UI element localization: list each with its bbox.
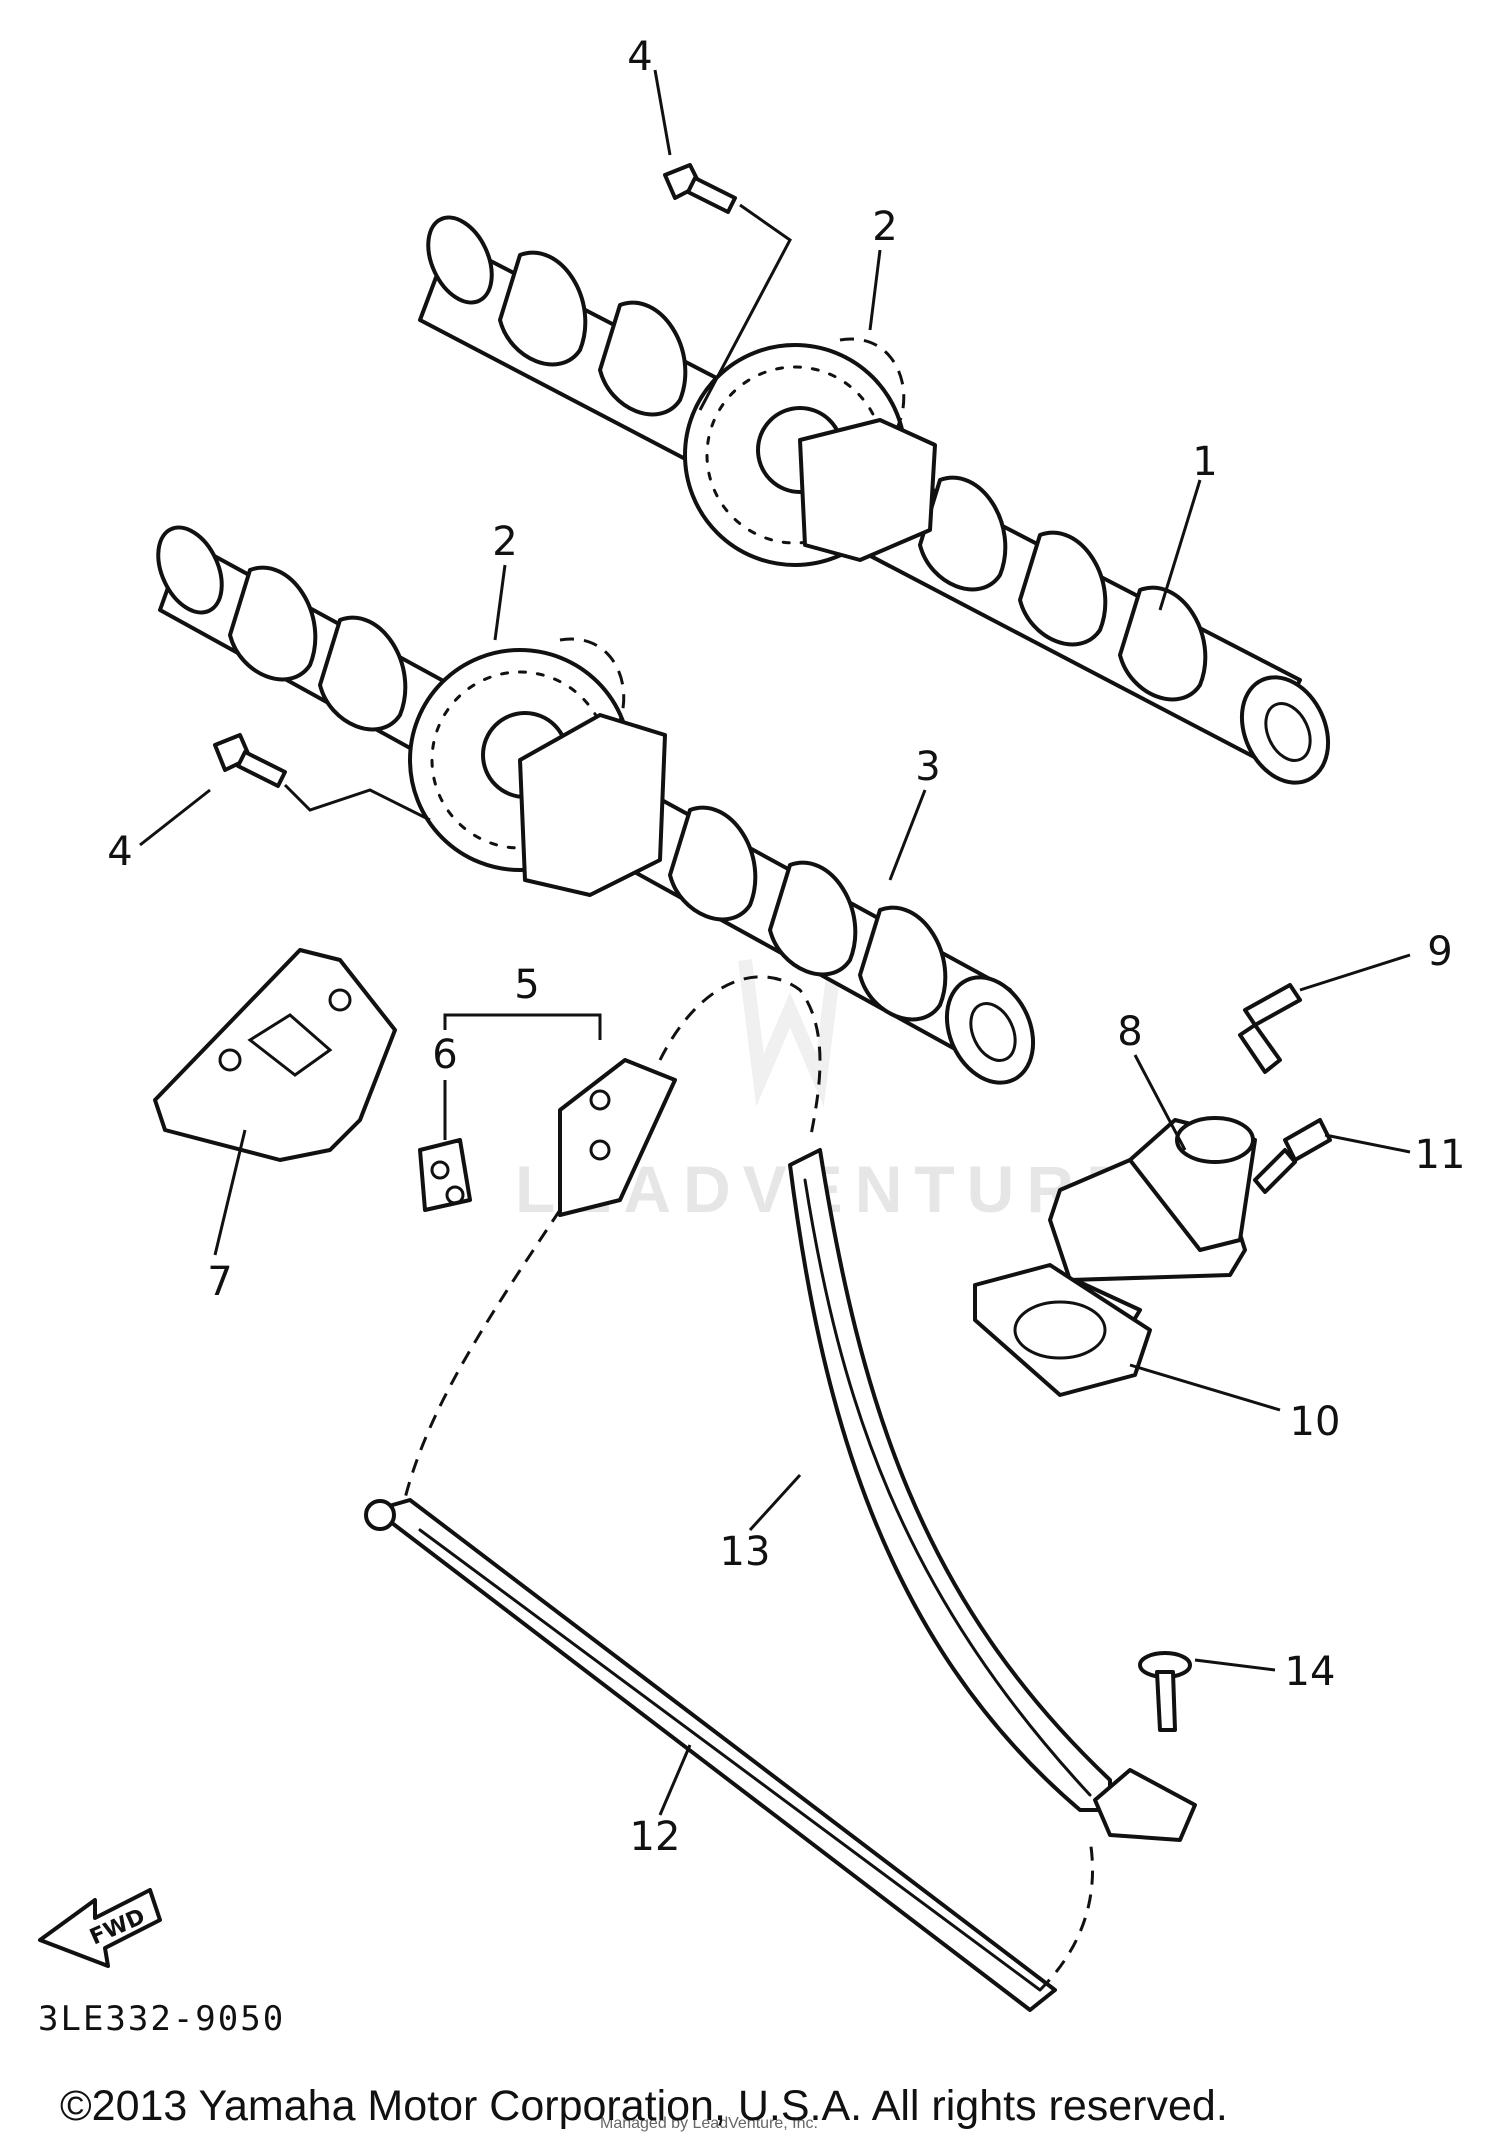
tensioner-bolt bbox=[1253, 1118, 1332, 1194]
cam-chain bbox=[398, 975, 822, 1521]
callout-4-upper: 4 bbox=[627, 34, 652, 80]
callout-2-lower: 2 bbox=[492, 519, 517, 565]
callout-12: 12 bbox=[630, 1814, 681, 1860]
watermark-logo bbox=[738, 959, 842, 1107]
cam-sprocket-upper bbox=[683, 337, 937, 567]
chain-joint bbox=[558, 1058, 677, 1217]
callout-4-lower: 4 bbox=[107, 829, 132, 875]
chain-link bbox=[418, 1138, 472, 1212]
front-direction-arrow: FWD bbox=[38, 1888, 162, 1968]
callout-6: 6 bbox=[432, 1032, 457, 1078]
callout-10: 10 bbox=[1290, 1399, 1341, 1445]
bolt-upper bbox=[663, 163, 792, 411]
callout-1: 1 bbox=[1192, 439, 1217, 485]
callout-11: 11 bbox=[1415, 1132, 1466, 1178]
copyright-notice: ©2013 Yamaha Motor Corporation, U.S.A. A… bbox=[60, 2082, 1228, 2130]
callout-7: 7 bbox=[207, 1259, 232, 1305]
guide-stopper bbox=[1093, 1768, 1197, 1842]
cam-sprocket-lower bbox=[408, 637, 667, 897]
callout-8: 8 bbox=[1117, 1009, 1142, 1055]
diagram-code: 3LE332-9050 bbox=[38, 1999, 285, 2039]
callout-2-upper: 2 bbox=[872, 204, 897, 250]
callout-14: 14 bbox=[1285, 1649, 1336, 1695]
bolt-lower bbox=[213, 733, 431, 822]
chain-guide-top bbox=[153, 948, 397, 1162]
tensioner-gasket bbox=[973, 1263, 1152, 1397]
tensioner-cap-bolt bbox=[1238, 983, 1302, 1074]
callout-leaders bbox=[139, 69, 1411, 1816]
chain-guide-exhaust-side bbox=[364, 1498, 1094, 2012]
small-note: Managed by LeadVenture, Inc. bbox=[600, 2115, 818, 2132]
callout-13: 13 bbox=[720, 1529, 771, 1575]
callout-5: 5 bbox=[514, 962, 539, 1008]
callout-3: 3 bbox=[915, 744, 940, 790]
guide-bolt bbox=[1138, 1651, 1192, 1732]
callout-9: 9 bbox=[1427, 929, 1452, 975]
